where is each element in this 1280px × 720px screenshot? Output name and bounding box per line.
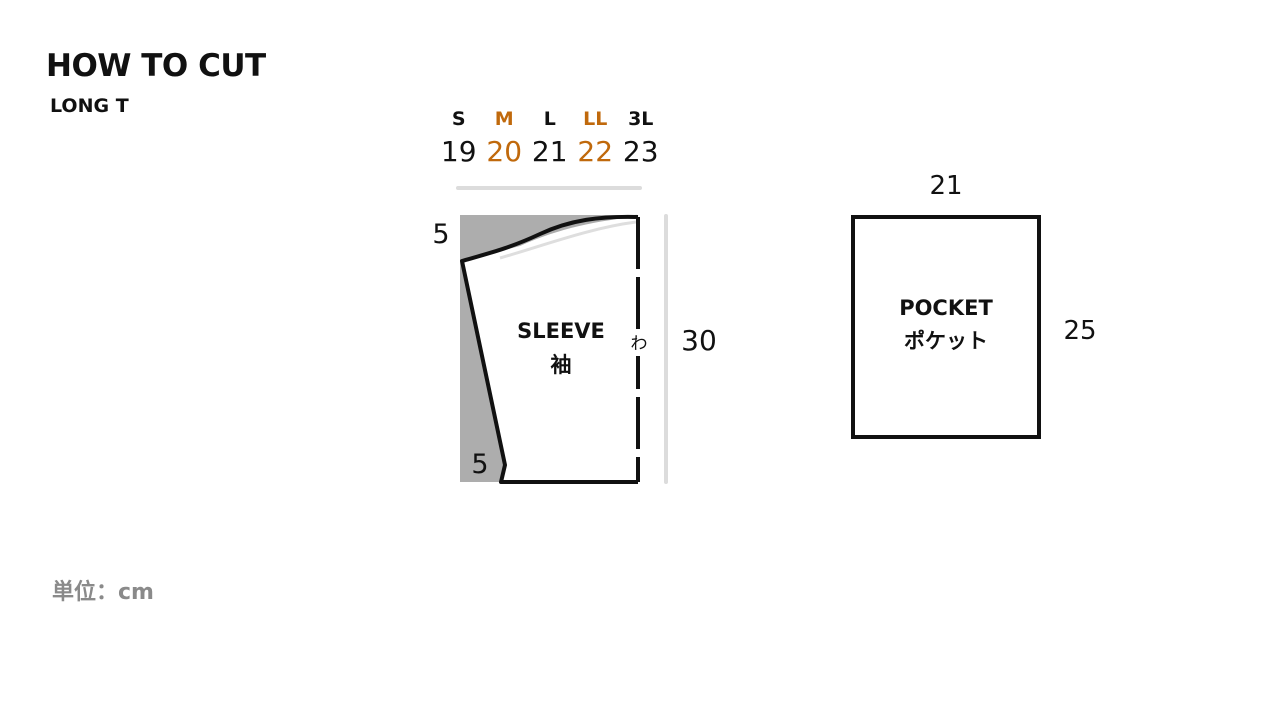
size-value-l: 21 <box>531 135 568 168</box>
sleeve-height-label: 30 <box>681 324 717 357</box>
page-subtitle: LONG T <box>50 95 129 117</box>
sleeve-top-allowance: 5 <box>432 219 449 250</box>
size-label-m: M <box>494 108 514 130</box>
size-s: S 19 <box>436 105 482 171</box>
size-value-ll: 22 <box>577 135 614 168</box>
size-value-m: 20 <box>486 135 523 168</box>
pocket-label-ja: ポケット <box>904 329 988 353</box>
pocket-label-en: POCKET <box>899 296 993 320</box>
size-ll: LL 22 <box>573 105 619 171</box>
size-label-3l: 3L <box>628 108 654 130</box>
size-width-chart: S 19 M 20 L 21 LL 22 3L 23 <box>436 105 664 171</box>
page-title: HOW TO CUT <box>46 48 266 84</box>
size-value-s: 19 <box>440 135 477 168</box>
sleeve-bottom-allowance: 5 <box>471 449 488 480</box>
pocket-height-label: 25 <box>1063 316 1096 346</box>
size-label-ll: LL <box>583 108 608 130</box>
sleeve-label-ja: 袖 <box>551 353 572 377</box>
size-3l: 3L 23 <box>618 105 664 171</box>
fold-mark-bg <box>630 330 648 356</box>
inner-cut-line <box>499 220 637 260</box>
pocket-width-label: 21 <box>929 171 962 201</box>
sleeve-label-en: SLEEVE <box>517 319 605 343</box>
size-m: M 20 <box>482 105 528 171</box>
size-l: L 21 <box>527 105 573 171</box>
pocket-outline <box>851 215 1041 439</box>
seam-allowance-area <box>460 215 638 482</box>
size-label-l: L <box>543 108 556 130</box>
unit-label: 単位：cm <box>52 580 154 605</box>
size-label-s: S <box>451 108 466 130</box>
fold-mark: わ <box>631 334 648 354</box>
sleeve-outline <box>460 214 639 484</box>
size-value-3l: 23 <box>622 135 659 168</box>
